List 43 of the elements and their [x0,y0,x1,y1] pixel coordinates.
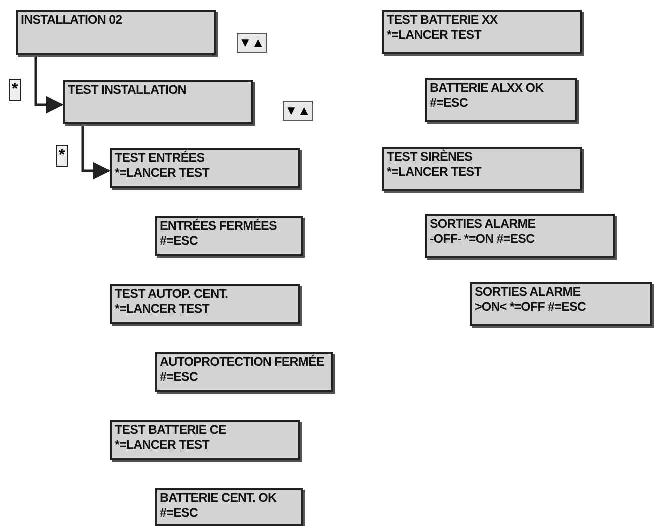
display-screen [155,352,333,392]
arrow-keys-label: ▼▲ [237,33,267,53]
screen-text: INSTALLATION 02 [21,13,124,28]
display-screen [425,78,577,122]
arrow [34,55,64,114]
screen-text: TEST AUTOP. CENT. [115,287,230,302]
screen-text: -OFF- *=ON #=ESC [430,232,536,247]
screen-text: #=ESC [160,234,199,249]
screen-text: *=LANCER TEST [387,28,483,43]
display-screen [470,282,652,326]
menu-screen [63,80,253,124]
display-screen [382,10,582,54]
arrow [82,124,111,180]
screen-text: TEST ENTRÉES [115,151,206,166]
screen-text: *=LANCER TEST [115,438,211,453]
screen-text: SORTIES ALARME [475,285,582,300]
screen-text: #=ESC [160,370,199,385]
screen-text: TEST SIRÈNES [387,150,474,165]
screen-text: SORTIES ALARME [430,217,537,232]
screen-text: #=ESC [160,506,199,521]
key-label: * [9,79,22,101]
screen-text: TEST BATTERIE XX [387,13,499,28]
screen-text: AUTOPROTECTION FERMÉE [160,355,326,370]
screen-text: BATTERIE ALXX OK [430,81,545,96]
display-screen [110,420,300,460]
display-screen [110,284,300,324]
screen-text: #=ESC [430,96,469,111]
display-screen [155,488,303,526]
menu-screen [16,10,216,55]
display-screen [382,147,582,191]
screen-text: *=LANCER TEST [115,166,211,181]
screen-text: BATTERIE CENT. OK [160,491,278,506]
screen-text: >ON< *=OFF #=ESC [475,300,588,315]
screen-text: *=LANCER TEST [387,165,483,180]
screen-text: TEST BATTERIE CE [115,423,228,438]
display-screen [425,214,615,258]
display-screen [155,216,303,256]
key-label: * [56,145,68,167]
arrow-keys-label: ▼▲ [283,101,313,121]
screen-text: TEST INSTALLATION [68,83,188,98]
screen-text: ENTRÉES FERMÉES [160,219,278,234]
screen-text: *=LANCER TEST [115,302,211,317]
display-screen [110,148,300,188]
